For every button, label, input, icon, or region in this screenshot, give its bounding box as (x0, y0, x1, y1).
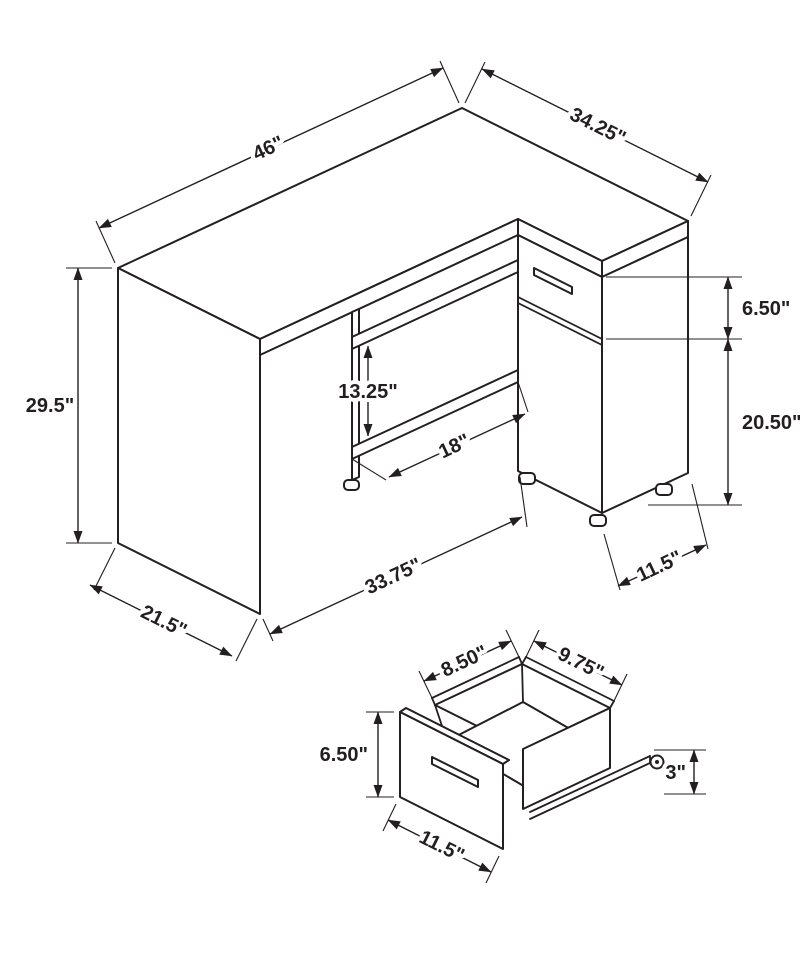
cabinet-front-panel (517, 234, 603, 514)
drawer-right-wall (522, 707, 611, 810)
dimension-line-front-span (269, 516, 523, 635)
drawer-box-corner-edge (521, 663, 524, 703)
drawer-gap-lower-line (517, 302, 603, 346)
extension-line (690, 174, 712, 217)
dimension-label-desktop-width: 46" (249, 132, 287, 165)
dimension-label-front-span: 33.75" (362, 554, 425, 599)
desk-structure (117, 107, 689, 615)
drawer-structure (399, 656, 665, 850)
dimension-label-front-panel-height: 6.50" (320, 744, 368, 766)
dimension-line-desktop-width (98, 67, 444, 229)
dimension-label-drawer-front-height: 6.50" (742, 298, 790, 320)
dimension-label-cabinet-width: 11.5" (633, 547, 685, 587)
dimension-line-return-depth (481, 68, 709, 183)
drawer-detail-view: 8.50" 9.75" 6.50" 3" (316, 629, 706, 884)
dimension-line-side-depth (89, 584, 233, 657)
extension-line (93, 547, 116, 591)
extension-line (464, 61, 486, 104)
desk-side-panel (117, 267, 261, 615)
dimension-label-box-front-width: 9.75" (554, 643, 607, 684)
extension-line (525, 629, 540, 658)
dimension-line-front-panel-width (387, 819, 492, 873)
drawer-glide (529, 754, 665, 820)
extension-line (691, 483, 709, 550)
drawer-handle (431, 756, 479, 788)
extension-line (613, 673, 628, 702)
dimension-label-shelf-opening-height: 13.25" (338, 381, 398, 403)
cabinet-drawer-handle (533, 267, 573, 295)
dimension-label-box-side-depth: 8.50" (438, 641, 491, 681)
extension-line (262, 618, 274, 642)
dimension-line-box-front-width (533, 640, 623, 686)
shelf-divider-panel (351, 308, 360, 481)
foot (589, 514, 607, 527)
extension-line (382, 803, 397, 832)
extension-line (517, 381, 529, 413)
extension-line (418, 670, 433, 699)
glide-rail-bottom (529, 762, 651, 820)
dimension-label-front-panel-width: 11.5" (416, 826, 468, 867)
foot (518, 472, 536, 485)
drawer-wall-thickness (518, 656, 523, 665)
drawer-wall-thickness (521, 656, 527, 665)
dimension-label-desk-height: 29.5" (26, 395, 74, 417)
dimension-label-side-depth: 21.5" (137, 601, 190, 642)
extension-line (485, 855, 500, 884)
dimension-line-box-side-depth (423, 640, 512, 682)
dimension-label-return-depth: 34.25" (566, 104, 629, 150)
dimension-label-shelf-opening-width: 18" (435, 430, 473, 463)
extension-line (505, 629, 520, 658)
drawer-wall-thickness (609, 700, 615, 709)
upper-shelf (351, 259, 519, 350)
main-desk-view: 46" 34.25" 29.5" 13.25" 18" (22, 60, 800, 662)
cabinet-side-panel (601, 236, 689, 514)
drawer-wall-thickness (431, 697, 436, 706)
drawer-front-panel (399, 711, 504, 850)
glide-rail-top (529, 755, 651, 813)
foot (655, 483, 673, 496)
dimension-label-glide-height: 3" (665, 762, 686, 784)
extension-line (519, 476, 528, 528)
dimension-line-shelf-opening-width (388, 413, 526, 478)
dimension-label-cabinet-door-height: 20.50" (742, 412, 800, 434)
extension-line (439, 60, 460, 104)
extension-line (351, 458, 387, 481)
extension-line (235, 618, 258, 662)
dimension-line-cabinet-width (617, 544, 707, 587)
drawer-gap-upper-line (517, 296, 603, 340)
glide-roller-hub (655, 760, 659, 764)
extension-line (603, 533, 621, 591)
foot (343, 479, 360, 491)
